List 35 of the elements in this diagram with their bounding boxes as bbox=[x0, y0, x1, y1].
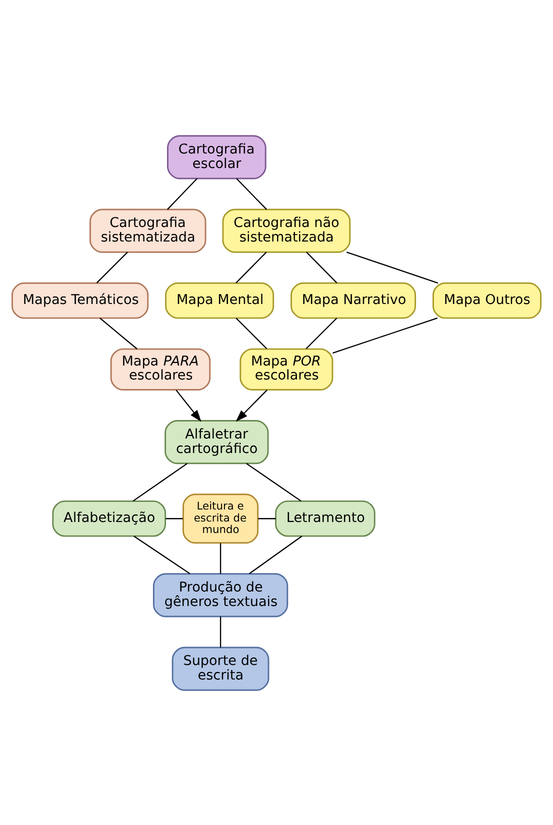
arrow bbox=[236, 389, 268, 422]
node-box: Leitura e escrita de mundo bbox=[182, 493, 259, 544]
arrow bbox=[176, 389, 202, 422]
connector bbox=[166, 518, 183, 519]
node-box: Alfaletrar cartográfico bbox=[164, 420, 269, 464]
connector bbox=[220, 616, 222, 647]
connector bbox=[246, 462, 302, 502]
connector bbox=[220, 542, 222, 574]
connector bbox=[236, 317, 268, 349]
connector bbox=[96, 251, 128, 283]
connector bbox=[306, 317, 338, 349]
connector bbox=[258, 518, 276, 519]
node-box: Suporte de escrita bbox=[172, 646, 270, 690]
connector bbox=[134, 535, 190, 574]
connector bbox=[236, 178, 267, 210]
connector bbox=[236, 251, 267, 283]
node-box: Mapa Outros bbox=[432, 282, 542, 318]
node-box: Alfabetização bbox=[52, 500, 166, 536]
node-box: Mapa POR escolares bbox=[240, 348, 334, 390]
node-box: Letramento bbox=[275, 500, 376, 536]
node-box: Mapa Narrativo bbox=[290, 282, 416, 318]
connector bbox=[332, 317, 438, 354]
node-box: Cartografia escolar bbox=[167, 134, 266, 179]
connector bbox=[167, 178, 198, 210]
connector bbox=[248, 535, 302, 574]
connector bbox=[100, 317, 138, 349]
node-box: Mapa Mental bbox=[165, 282, 274, 318]
node-box: Cartografia não sistematizada bbox=[222, 208, 351, 252]
connector bbox=[306, 251, 338, 283]
node-box: Mapa PARA escolares bbox=[110, 348, 211, 390]
connector bbox=[346, 251, 438, 284]
node-box: Cartografia sistematizada bbox=[89, 208, 206, 252]
node-box: Produção de gêneros textuais bbox=[152, 572, 288, 617]
node-box: Mapas Temáticos bbox=[11, 282, 149, 318]
connector bbox=[132, 462, 188, 502]
